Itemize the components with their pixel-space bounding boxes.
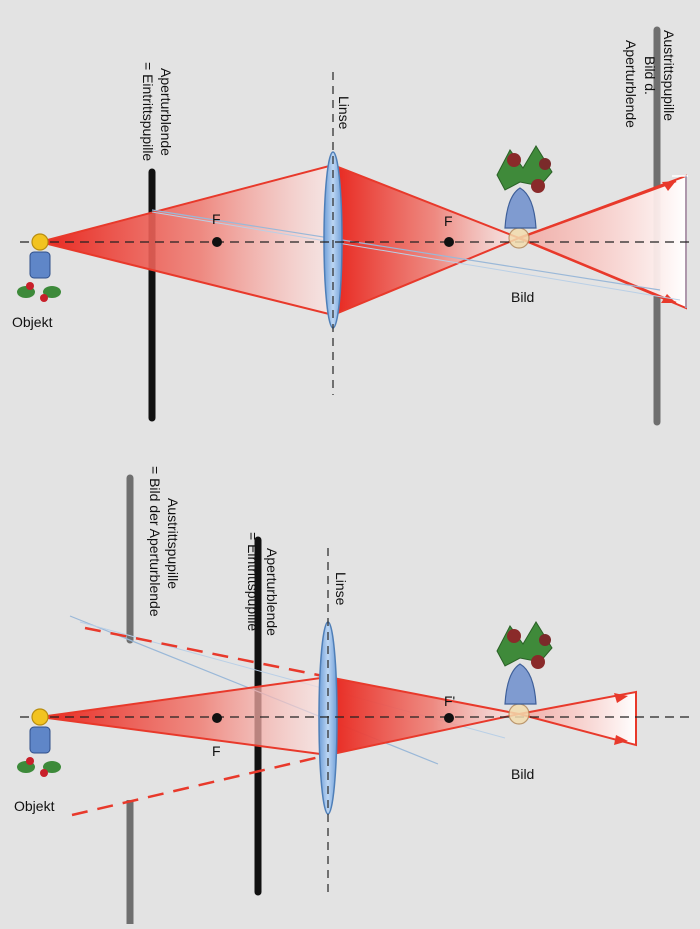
top-ray-lower-arrow	[518, 236, 677, 305]
bottom-object-icon	[17, 708, 61, 777]
top-focus-left-label: F	[212, 211, 221, 227]
top-object-icon	[17, 233, 61, 302]
bottom-exit-label-2: = Bild der Aperturblende	[147, 466, 163, 617]
bottom-object-label: Objekt	[14, 798, 55, 814]
bottom-ray-cone-lens	[327, 675, 520, 757]
bottom-focus-left-dot	[212, 713, 222, 723]
bottom-virtual-ray-upper	[84, 626, 329, 679]
top-ray-upper-arrow	[518, 179, 677, 240]
top-ray-cone-object	[39, 163, 334, 317]
bottom-focus-left-label: F	[212, 743, 221, 759]
top-object-label: Objekt	[12, 314, 53, 330]
top-guide-ray-2	[151, 211, 681, 301]
bottom-focus-right-dot	[444, 713, 454, 723]
top-exit-label-1: Austrittspupille	[661, 30, 677, 121]
bottom-stop-label-2: = Eintrittspupille	[245, 532, 261, 631]
top-stop-label-1: Aperturblende	[158, 68, 174, 156]
bottom-ray-cone-image	[518, 690, 637, 747]
top-ray-cone-image	[516, 174, 687, 310]
bottom-arrow-head-upper	[614, 693, 628, 703]
diagram-bottom: Linse Aperturblende = Eintrittspupille A…	[14, 466, 690, 924]
bottom-virtual-ray-lower	[71, 753, 329, 817]
top-ray-cone-lens	[332, 163, 522, 317]
top-arrow-head-upper	[662, 181, 676, 191]
top-focus-right-dot	[444, 237, 454, 247]
bottom-ray-cone-object	[39, 675, 329, 757]
top-image-icon	[496, 145, 553, 249]
top-focus-left-dot	[212, 237, 222, 247]
bottom-image-label: Bild	[511, 766, 534, 782]
diagram-top: Linse Aperturblende = Eintrittspupille A…	[12, 26, 690, 426]
bottom-lens-label: Linse	[333, 572, 349, 606]
bottom-exit-label-1: Austrittspupille	[165, 498, 181, 589]
top-image-label: Bild	[511, 289, 534, 305]
bottom-image-icon	[496, 621, 553, 725]
top-exit-label-3: Aperturblende	[623, 40, 639, 128]
top-exit-label-2: Bild d.	[642, 56, 658, 95]
top-guide-ray-1	[151, 209, 661, 291]
top-stop-label-2: = Eintrittspupille	[140, 62, 156, 161]
bottom-arrow-head-lower	[614, 735, 628, 745]
bottom-stop-label-1: Aperturblende	[264, 548, 280, 636]
top-focus-right-label: F	[444, 213, 453, 229]
top-lens-label: Linse	[336, 96, 352, 130]
bottom-focus-right-label: F'	[444, 693, 455, 709]
